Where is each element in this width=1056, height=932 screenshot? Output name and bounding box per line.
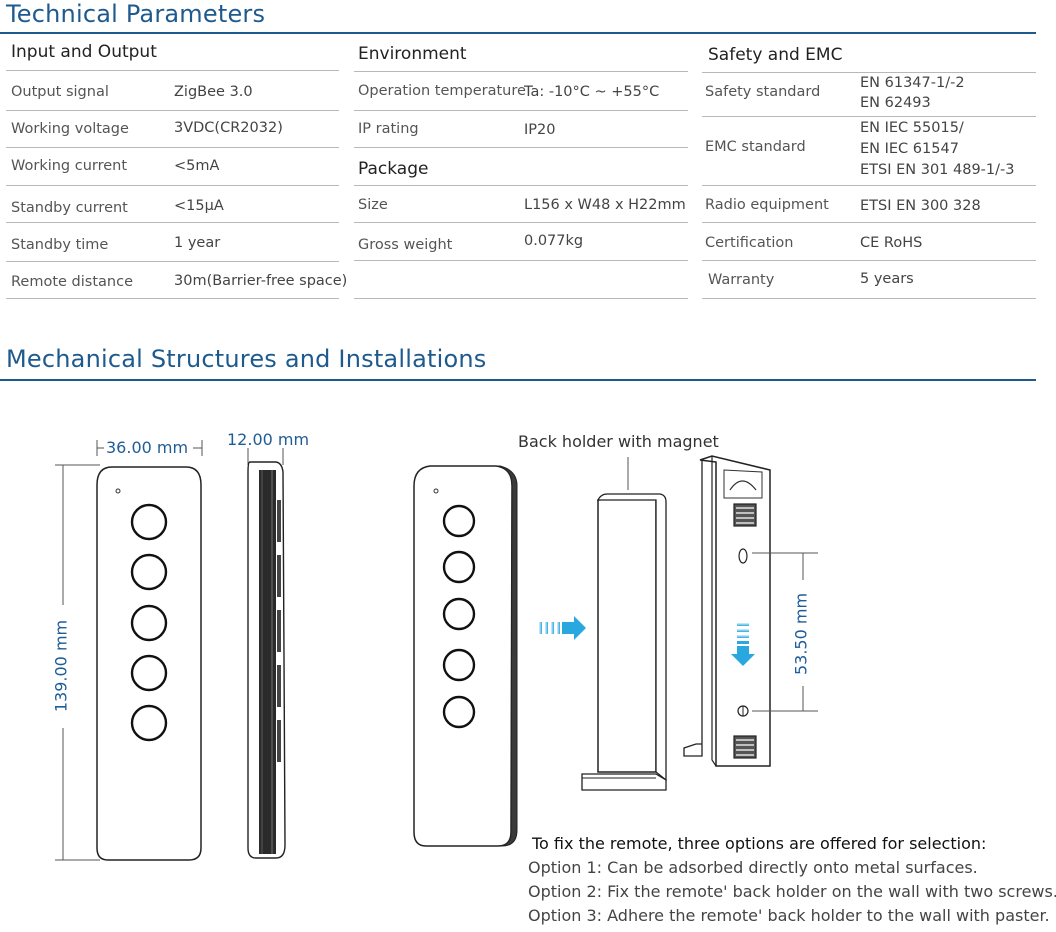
row-value: 0.077kg [524,233,584,249]
safety-emc-table: Safety and EMC Safety standard EN 61347-… [702,38,1036,300]
divider [6,185,339,186]
row-value-line: EN 62493 [860,95,931,111]
divider [354,71,688,72]
divider [702,298,1036,299]
divider [6,298,339,299]
row-label: Warranty [708,272,775,288]
button-4 [130,654,168,692]
divider [6,222,339,223]
row-value-line: ETSI EN 300 328 [860,198,981,214]
mounting-option-3: Option 3: Adhere the remote' back holder… [528,906,1050,925]
row-value-line: EN IEC 61547 [860,141,959,157]
mounting-option-1: Option 1: Can be adsorbed directly onto … [528,858,978,877]
row-label: Standby current [11,200,128,216]
row-label: IP rating [358,121,419,137]
mechanical-rule [0,379,1036,381]
row-label: EMC standard [705,139,806,155]
row-value-line: CE RoHS [860,235,923,251]
row-value: L156 x W48 x H22mm [524,197,686,213]
button-1 [130,503,168,541]
row-label: Working current [11,158,128,174]
divider [354,222,688,223]
row-value: 1 year [174,235,221,251]
row-label: Safety standard [705,84,821,100]
input-output-heading: Input and Output [11,42,157,62]
divider [354,298,688,299]
divider [702,72,1036,73]
screw-hole-top [738,548,748,564]
row-label: Output signal [11,84,109,100]
row-value: <15μA [174,198,224,214]
row-value: <5mA [174,158,220,174]
technical-parameters-title: Technical Parameters [6,0,266,28]
row-label: Remote distance [11,274,133,290]
package-heading: Package [358,159,429,179]
button-5 [130,704,168,742]
remote-front-view [96,466,202,861]
back-holder-caption: Back holder with magnet [518,432,719,451]
divider [702,260,1036,261]
row-label: Certification [705,235,794,251]
depth-dimension-label: 12.00 mm [227,430,310,449]
environment-heading: Environment [358,44,467,64]
environment-package-table: Environment Operation temperature Ta: -1… [354,38,688,300]
safety-emc-heading: Safety and EMC [708,45,843,65]
row-value-line: 5 years [860,271,914,287]
button-2 [130,553,168,591]
insert-arrow-icon [539,616,586,640]
divider [702,116,1036,117]
row-label: Working voltage [11,121,129,137]
row-value: ZigBee 3.0 [174,84,253,100]
divider [354,147,688,148]
divider [354,185,688,186]
row-value: 3VDC(CR2032) [174,120,283,136]
row-value-line: ETSI EN 301 489-1/-3 [860,162,1015,178]
row-value-line: EN 61347-1/-2 [860,75,965,91]
remote-side-view [247,448,286,859]
technical-parameters-rule [0,32,1036,34]
height-dimension-lines [55,464,100,861]
divider [6,70,339,71]
row-label: Operation temperature [358,83,526,99]
divider [702,185,1036,186]
input-output-table: Input and Output Output signal ZigBee 3.… [6,38,347,300]
row-label: Radio equipment [705,197,829,213]
row-label: Standby time [11,237,109,253]
divider [6,110,339,111]
divider [354,260,688,261]
row-value: 30m(Barrier-free space) [174,273,348,289]
button-3 [130,604,168,642]
row-label: Size [358,197,388,213]
row-value: IP20 [524,122,556,138]
mounting-instructions-heading: To fix the remote, three options are off… [532,834,987,853]
width-dimension-label: 36.00 mm [106,438,189,457]
back-holder-rear-view [683,455,771,767]
remote-3d-view [413,465,518,847]
mechanical-title: Mechanical Structures and Installations [6,345,487,373]
back-holder [581,493,667,791]
row-value: Ta: -10°C ~ +55°C [524,84,660,100]
row-label: Gross weight [358,237,453,253]
divider [702,222,1036,223]
mounting-option-2: Option 2: Fix the remote' back holder on… [528,882,1056,901]
row-value-line: EN IEC 55015/ [860,120,964,136]
divider [6,261,339,262]
width-dimension-lines [96,440,203,456]
divider [354,110,688,111]
slide-down-arrow-icon [731,623,755,666]
divider [6,147,339,148]
screw-dimension-lines [752,552,818,712]
